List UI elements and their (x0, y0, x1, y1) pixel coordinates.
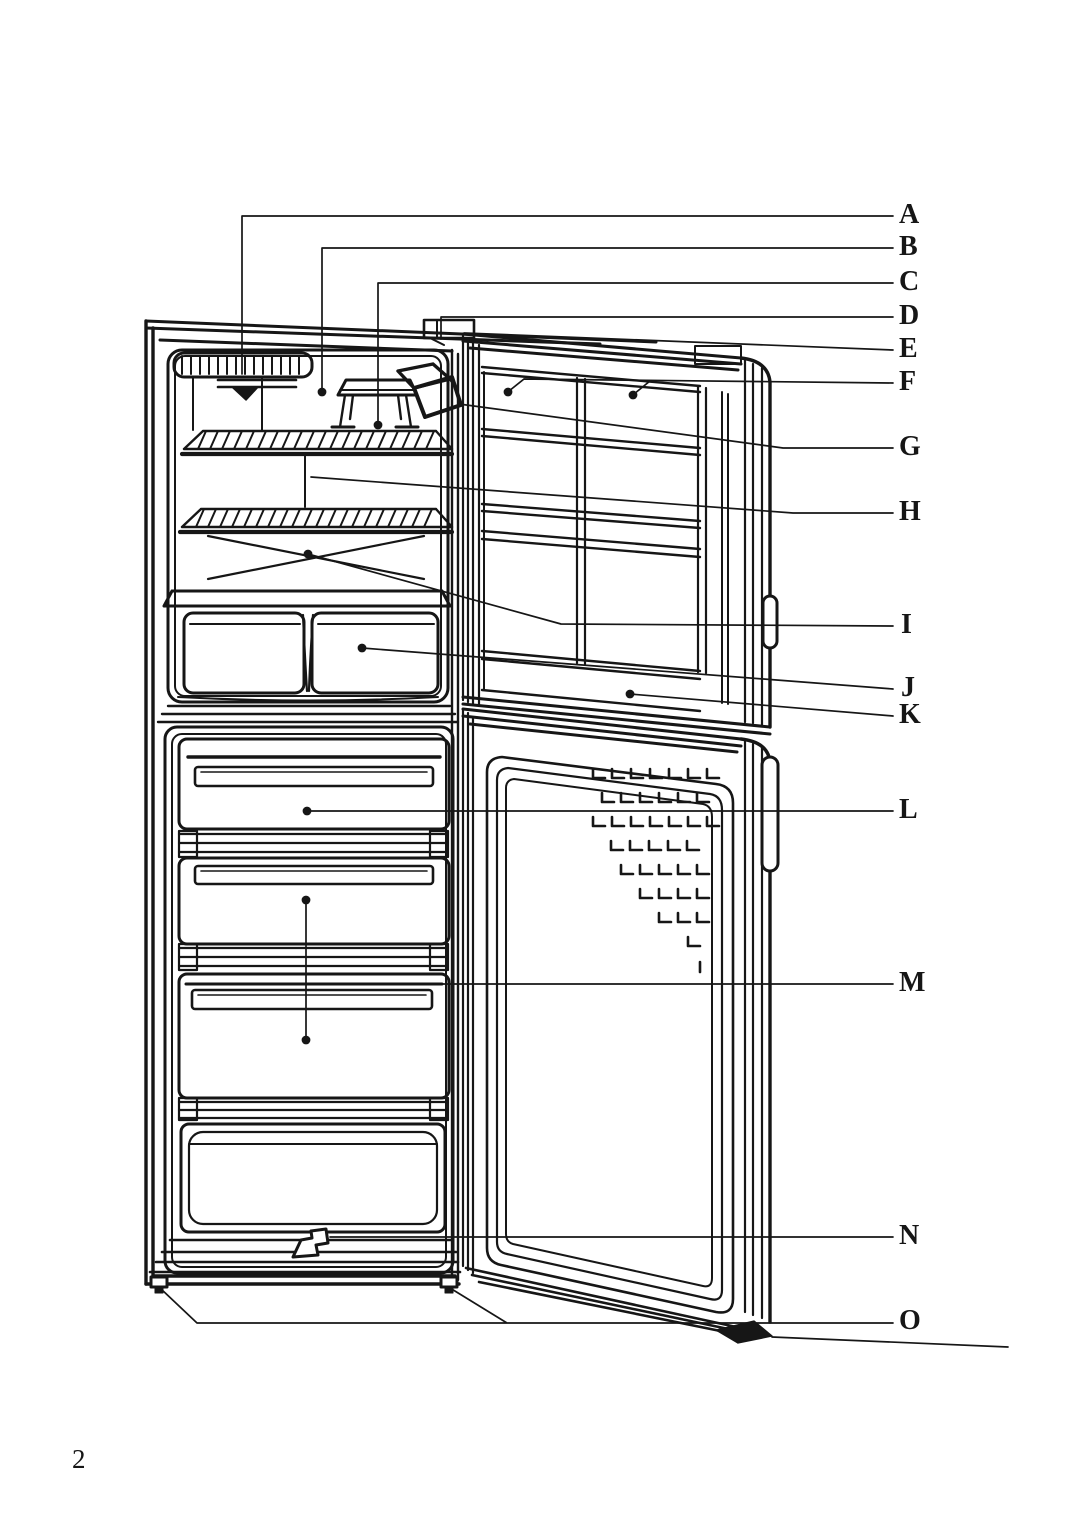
callout-label-j: J (901, 672, 915, 703)
freezer-rail-3 (177, 1096, 450, 1122)
freezer-flap-1 (177, 737, 451, 831)
ventilation-grille (172, 351, 314, 431)
door-bin-top (480, 365, 702, 457)
door-hinge-top (422, 318, 476, 346)
callout-label-k: K (899, 699, 921, 730)
door-corner-foot (715, 1320, 773, 1344)
leader-h (310, 476, 894, 514)
leader-e (463, 332, 894, 351)
leveling-feet (149, 1275, 459, 1294)
callout-label-h: H (899, 496, 921, 527)
crisper-cover-cross (206, 534, 426, 581)
freezer-rail-1 (177, 829, 450, 859)
crisper-drawer-left (182, 611, 306, 695)
freezer-door-panel (485, 755, 735, 1314)
freezer-rail-2 (177, 942, 450, 972)
crisper-divider (301, 613, 315, 693)
leader-f (508, 378, 894, 395)
door-grid-pattern (591, 767, 721, 974)
callout-label-f: F (899, 366, 917, 397)
callout-label-c: C (899, 266, 920, 297)
leader-a (241, 215, 894, 375)
callout-label-e: E (899, 333, 918, 364)
leader-g (458, 403, 894, 449)
page-number: 2 (72, 1444, 86, 1474)
callout-label-l: L (899, 794, 918, 825)
thermostat-bracket (216, 378, 298, 401)
leader-o (159, 1287, 894, 1324)
freezer-drawer-2 (177, 856, 451, 946)
callout-label-i: I (901, 609, 912, 640)
freezer-drawer-4 (179, 1122, 447, 1234)
door-pedal (291, 1227, 330, 1259)
wire-shelf-2 (177, 507, 455, 535)
fridge-door-handle-recess (761, 594, 779, 650)
freezer-drawer-3 (177, 972, 451, 1100)
freezer-door-handle-recess (760, 755, 780, 873)
cabinet-outline (144, 319, 658, 1286)
crisper-drawer-right (310, 611, 440, 695)
callout-label-m: M (899, 967, 926, 998)
wire-shelf-1 (179, 429, 455, 457)
crisper-cover (162, 589, 452, 608)
fridge-floor (177, 696, 439, 702)
leader-dots (301, 387, 638, 1045)
callout-label-a: A (899, 199, 920, 230)
door-bin-middle (480, 502, 702, 559)
callout-label-b: B (899, 231, 918, 262)
leader-j (361, 647, 894, 690)
leader-c (377, 282, 894, 424)
callout-label-g: G (899, 431, 921, 462)
leader-i (307, 553, 894, 627)
callout-label-o: O (899, 1305, 921, 1336)
door-floor-line (771, 1336, 1009, 1348)
compartment-divider (156, 704, 460, 724)
door-bin-bottle (480, 649, 702, 713)
ice-tray-stand (330, 378, 420, 429)
callout-label-d: D (899, 300, 920, 331)
callout-label-n: N (899, 1220, 920, 1251)
freezer-door (461, 707, 1009, 1348)
leader-d (440, 316, 894, 340)
leader-m (305, 899, 894, 1041)
callout-leaders (159, 215, 894, 1324)
leader-k (629, 693, 894, 717)
leader-b (321, 247, 894, 392)
